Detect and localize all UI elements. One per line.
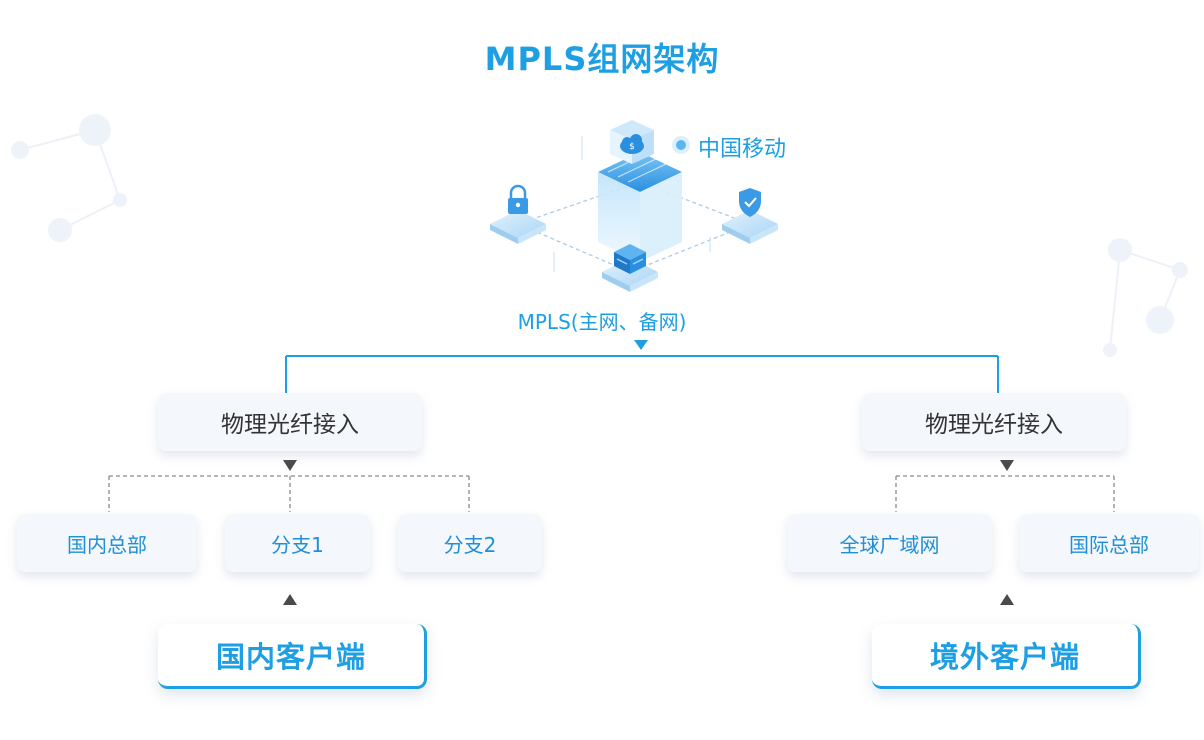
node-label: 国际总部 [1069,532,1149,557]
domestic-client-box: 国内客户端 [158,624,427,689]
cloud-server-icon: $ [610,120,654,164]
overseas-client-label: 境外客户端 [929,640,1080,674]
node-branch-2: 分支2 [398,514,542,572]
node-domestic-hq: 国内总部 [17,514,197,572]
node-international-hq: 国际总部 [1019,514,1199,572]
carrier-label: 中国移动 [698,137,787,162]
server-icon [614,244,646,274]
mpls-arrow-icon [634,340,648,350]
node-label: 全球广域网 [839,532,940,557]
left-down-arrow-icon [283,460,297,471]
right-fiber-access-box: 物理光纤接入 [862,393,1126,451]
node-branch-1: 分支1 [225,514,370,572]
network-illustration: $ [490,120,778,292]
left-fiber-access-box: 物理光纤接入 [158,393,422,451]
overseas-client-box: 境外客户端 [872,624,1141,689]
right-up-arrow-icon [1000,594,1014,605]
carrier-dot-icon [676,140,686,150]
page-title: MPLS组网架构 [484,40,720,78]
right-fiber-access-label: 物理光纤接入 [925,412,1063,438]
svg-text:$: $ [629,142,635,152]
node-label: 国内总部 [67,532,147,557]
left-up-arrow-icon [283,594,297,605]
mpls-network-label: MPLS(主网、备网) [517,310,687,334]
domestic-client-label: 国内客户端 [215,640,366,674]
lock-icon [508,184,528,214]
left-fiber-access-label: 物理光纤接入 [221,412,359,438]
right-down-arrow-icon [1000,460,1014,471]
node-label: 分支2 [443,532,497,557]
node-global-wan: 全球广域网 [787,514,992,572]
shield-icon [739,188,761,217]
node-label: 分支1 [271,532,324,557]
